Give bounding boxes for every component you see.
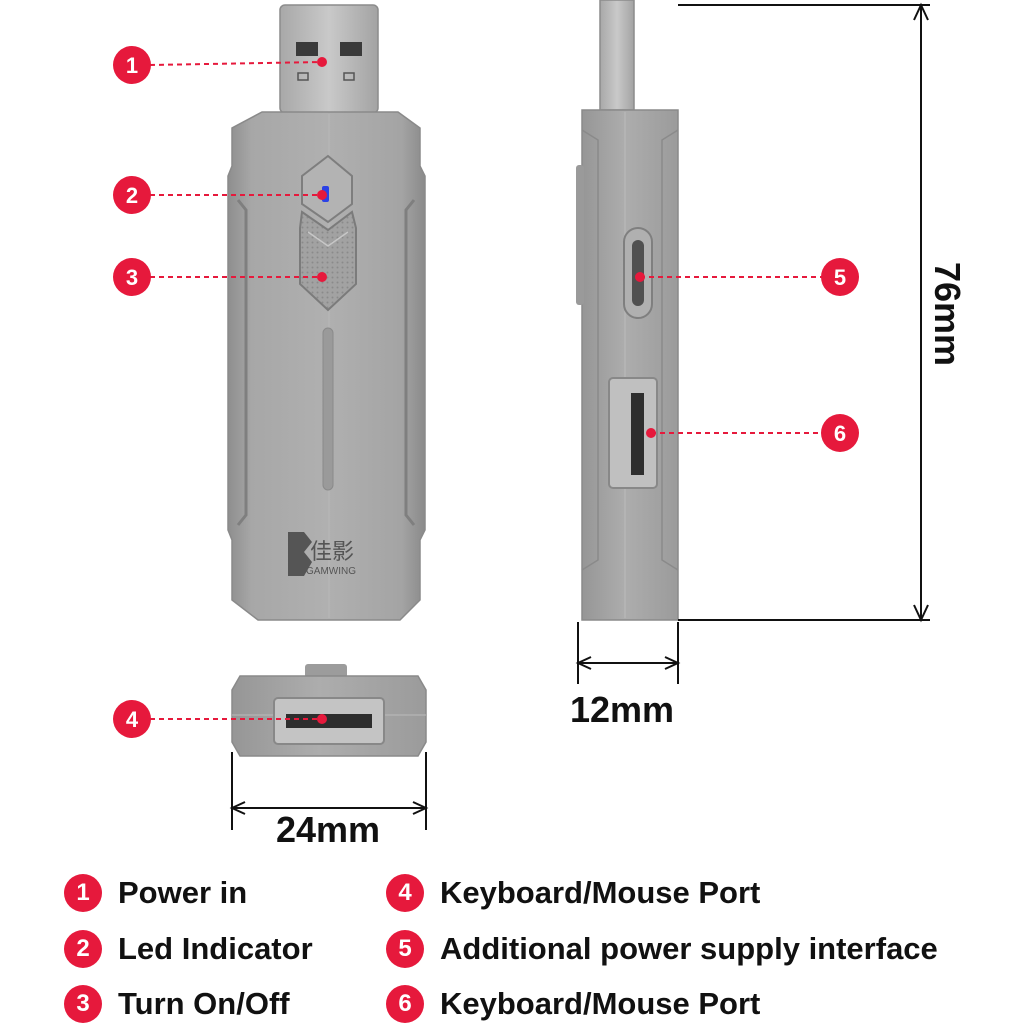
bottom-view — [231, 664, 427, 757]
dimension-thickness-label: 12mm — [570, 689, 674, 730]
callout-number: 6 — [834, 421, 846, 446]
dimension-thickness — [575, 622, 681, 684]
brand-english: GAMWING — [306, 566, 356, 577]
legend-item-1: 1 Power in — [64, 870, 247, 916]
dimension-height-label: 76mm — [927, 262, 968, 366]
legend-label: Keyboard/Mouse Port — [440, 986, 761, 1021]
legend-badge: 6 — [386, 985, 424, 1023]
legend-item-2: 2 Led Indicator — [64, 926, 313, 972]
callout-number: 4 — [126, 707, 139, 732]
callout-number: 1 — [126, 53, 138, 78]
legend-label: Keyboard/Mouse Port — [440, 875, 761, 910]
callout-2: 2 — [113, 176, 327, 214]
side-usb-plug — [599, 0, 635, 111]
callout-6: 6 — [646, 414, 859, 452]
callout-4: 4 — [113, 700, 327, 738]
callout-number: 2 — [126, 183, 138, 208]
brand-logo: 佳影 GAMWING — [288, 532, 356, 577]
legend-badge: 3 — [64, 985, 102, 1023]
usb-a-plug — [279, 4, 379, 114]
legend-badge: 1 — [64, 874, 102, 912]
side-view — [576, 0, 679, 621]
dimension-height — [678, 2, 930, 623]
callout-5: 5 — [635, 258, 859, 296]
legend-label: Additional power supply interface — [440, 931, 938, 966]
dimension-width-label: 24mm — [276, 809, 380, 850]
power-button[interactable] — [299, 210, 357, 312]
dimension-width — [229, 752, 429, 830]
side-usb-a-port[interactable] — [608, 377, 658, 489]
legend-item-4: 4 Keyboard/Mouse Port — [386, 870, 760, 916]
callout-number: 3 — [126, 265, 138, 290]
brand-chinese: 佳影 — [310, 540, 354, 565]
callout-3: 3 — [113, 258, 327, 296]
legend-item-3: 3 Turn On/Off — [64, 981, 290, 1027]
legend-label: Power in — [118, 875, 248, 910]
side-body — [581, 109, 679, 621]
legend-badge: 5 — [386, 930, 424, 968]
legend-item-5: 5 Additional power supply interface — [386, 926, 938, 972]
legend-label: Turn On/Off — [118, 986, 290, 1021]
callout-1: 1 — [113, 46, 327, 84]
legend-badge: 2 — [64, 930, 102, 968]
legend-item-6: 6 Keyboard/Mouse Port — [386, 981, 760, 1027]
legend: 1 Power in 2 Led Indicator 3 Turn On/Off… — [0, 860, 1028, 1028]
front-view: 佳影 GAMWING — [227, 4, 426, 621]
legend-label: Led Indicator — [118, 931, 313, 966]
callout-number: 5 — [834, 265, 846, 290]
bottom-usb-a-port[interactable] — [273, 697, 385, 745]
legend-badge: 4 — [386, 874, 424, 912]
